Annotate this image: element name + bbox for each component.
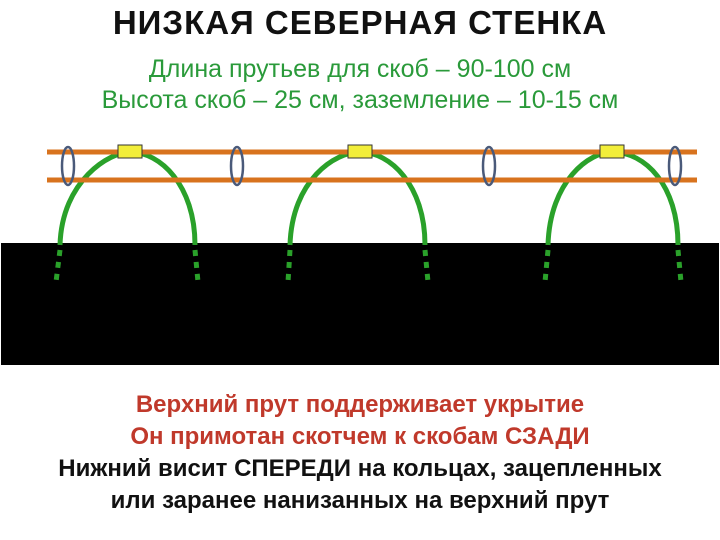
ring bbox=[481, 145, 497, 187]
subtitle-rod-length: Длина прутьев для скоб – 90-100 см bbox=[148, 55, 572, 83]
note-rings: или заранее нанизанных на верхний прут bbox=[110, 487, 610, 514]
ring bbox=[60, 145, 76, 187]
tape-patch bbox=[347, 144, 373, 159]
ring bbox=[667, 145, 683, 187]
tape-patch bbox=[117, 144, 143, 159]
note-tape-back: Он примотан скотчем к скобам СЗАДИ bbox=[130, 423, 590, 450]
ground-block bbox=[1, 243, 719, 365]
tape-patch bbox=[599, 144, 625, 159]
note-upper-rod: Верхний прут поддерживает укрытие bbox=[135, 391, 585, 418]
note-lower-rod: Нижний висит СПЕРЕДИ на кольцах, зацепле… bbox=[58, 455, 662, 482]
page-title: НИЗКАЯ СЕВЕРНАЯ СТЕНКА bbox=[112, 4, 608, 41]
ring bbox=[229, 145, 245, 187]
subtitle-staple-height: Высота скоб – 25 см, заземление – 10-15 … bbox=[101, 86, 619, 114]
